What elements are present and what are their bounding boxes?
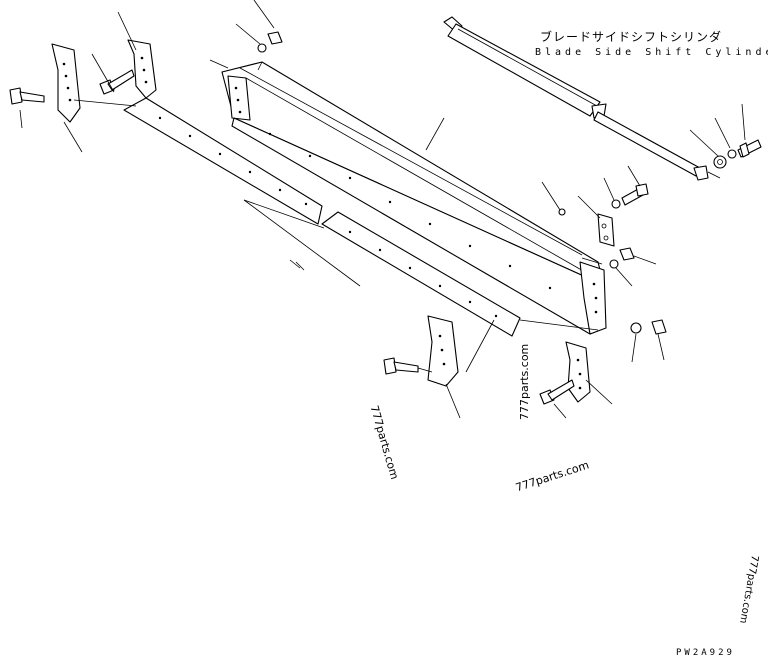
part-name-english: Blade Side Shift Cylinder bbox=[535, 47, 768, 58]
cutting-edge-left bbox=[123, 97, 323, 225]
bolt-lower-mid bbox=[383, 357, 419, 375]
blade-frame bbox=[221, 61, 607, 335]
nut-top bbox=[257, 31, 283, 53]
leader-lines bbox=[19, 0, 665, 419]
cutting-edge-leader bbox=[243, 199, 361, 287]
bolt-holes bbox=[62, 56, 598, 390]
bolt-left bbox=[9, 87, 45, 105]
bolt-lower-right bbox=[539, 379, 575, 405]
part-name-japanese: ブレードサイドシフトシリンダ bbox=[540, 30, 723, 44]
bolt-upper bbox=[99, 69, 135, 95]
watermark-2: 777parts.com bbox=[518, 343, 531, 420]
drawing-code: PW2A929 bbox=[676, 648, 735, 658]
end-bit-upper-mid bbox=[127, 39, 157, 99]
end-bit-upper-left bbox=[51, 43, 81, 123]
side-shift-cylinder bbox=[443, 16, 721, 181]
end-bit-lower-right bbox=[565, 341, 591, 403]
bracket-hardware bbox=[558, 183, 667, 335]
cylinder-end-hardware bbox=[689, 103, 762, 169]
cutting-edge-right bbox=[321, 211, 521, 337]
end-bit-lower-mid bbox=[427, 315, 459, 387]
